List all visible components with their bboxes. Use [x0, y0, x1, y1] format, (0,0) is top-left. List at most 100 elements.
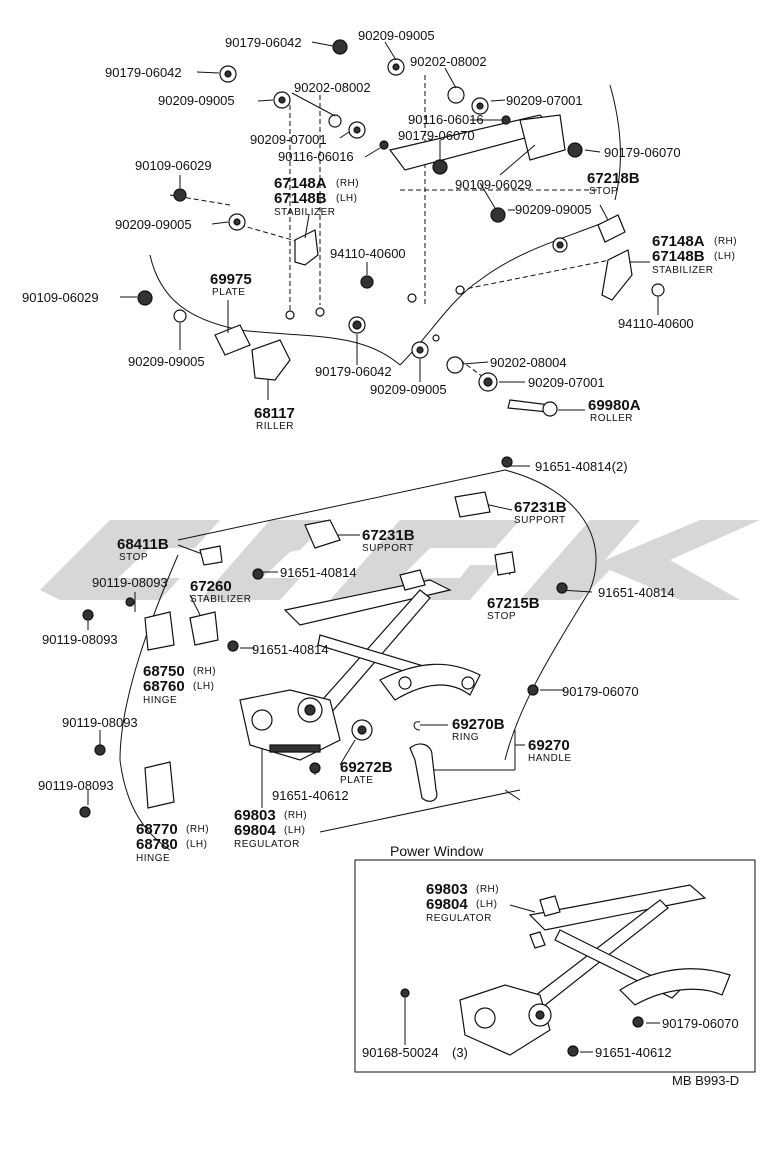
label-69980a: 69980A: [588, 397, 641, 414]
label-90116-06016-b: 90116-06016: [278, 149, 354, 164]
svg-text:STOP: STOP: [487, 611, 516, 622]
label-69804-a: 69804: [234, 822, 276, 839]
label-69803-a: 69803: [234, 807, 276, 824]
svg-text:SUPPORT: SUPPORT: [362, 543, 414, 554]
svg-text:(RH): (RH): [186, 824, 209, 835]
label-90209-07001-a: 90209-07001: [506, 93, 583, 108]
label-90119-08093-c: 90119-08093: [62, 715, 138, 730]
label-90209-09005-d: 90209-09005: [115, 217, 192, 232]
leader-lines-top: [120, 41, 659, 411]
svg-text:REGULATOR: REGULATOR: [234, 839, 300, 850]
label-90109-06029-b: 90109-06029: [455, 177, 532, 192]
svg-text:RILLER: RILLER: [256, 421, 294, 432]
svg-text:PLATE: PLATE: [212, 287, 245, 298]
label-68780: 68780: [136, 836, 178, 853]
label-90209-09005-b: 90209-09005: [158, 93, 235, 108]
label-69270b: 69270B: [452, 716, 505, 733]
label-91651-40814-b: 91651-40814: [598, 585, 675, 600]
svg-text:(LH): (LH): [476, 899, 497, 910]
label-90202-08004: 90202-08004: [490, 355, 567, 370]
svg-text:(LH): (LH): [714, 251, 735, 262]
svg-text:HINGE: HINGE: [136, 853, 170, 864]
label-94110-40600-b: 94110-40600: [618, 316, 694, 331]
svg-text:(RH): (RH): [336, 178, 359, 189]
svg-text:(LH): (LH): [336, 193, 357, 204]
label-69803-b: 69803: [426, 881, 468, 898]
label-90202-08002-b: 90202-08002: [294, 80, 371, 95]
label-90179-06042-a: 90179-06042: [225, 35, 302, 50]
svg-text:REGULATOR: REGULATOR: [426, 913, 492, 924]
svg-text:(RH): (RH): [476, 884, 499, 895]
label-69975: 69975: [210, 271, 252, 288]
label-90209-07001-c: 90209-07001: [528, 375, 605, 390]
label-67231b-b: 67231B: [362, 527, 415, 544]
label-67215b: 67215B: [487, 595, 540, 612]
svg-text:ROLLER: ROLLER: [590, 413, 633, 424]
drawing-code: MB B993-D: [672, 1073, 739, 1088]
svg-text:HANDLE: HANDLE: [528, 753, 572, 764]
label-68760: 68760: [143, 678, 185, 695]
labels-top: 90179-06042 90209-09005 90179-06042 9020…: [22, 28, 737, 432]
stabilizer-brackets: [214, 214, 633, 417]
label-90119-08093-b: 90119-08093: [42, 632, 118, 647]
label-90168-50024: 90168-50024: [362, 1045, 439, 1060]
label-67218b: 67218B: [587, 170, 640, 187]
label-91651-40814-c: 91651-40814: [252, 642, 329, 657]
label-90209-09005-c: 90209-09005: [515, 202, 592, 217]
door-channel-bar: [388, 114, 566, 176]
label-69270: 69270: [528, 737, 570, 754]
svg-text:STABILIZER: STABILIZER: [274, 207, 336, 218]
label-67260: 67260: [190, 578, 232, 595]
label-91651-40814-2: 91651-40814(2): [535, 459, 628, 474]
svg-text:SUPPORT: SUPPORT: [514, 515, 566, 526]
watermark-logo: [40, 520, 760, 600]
door-panel-outline: [149, 75, 621, 383]
label-90179-06070-a: 90179-06070: [398, 128, 475, 143]
svg-text:PLATE: PLATE: [340, 775, 373, 786]
fasteners-top: [137, 39, 665, 392]
power-window-title: Power Window: [390, 843, 484, 859]
svg-text:STOP: STOP: [119, 552, 148, 563]
svg-text:(RH): (RH): [714, 236, 737, 247]
svg-text:(LH): (LH): [193, 681, 214, 692]
label-90202-08002-a: 90202-08002: [410, 54, 487, 69]
label-90179-06042-b: 90179-06042: [105, 65, 182, 80]
power-window-inset: Power Window 69803 (RH) 69804 (LH) REGUL…: [354, 843, 756, 1073]
svg-text:(RH): (RH): [284, 810, 307, 821]
label-68750: 68750: [143, 663, 185, 680]
label-67148a-b: 67148A: [652, 233, 705, 250]
regulator-assembly-parts: [79, 456, 568, 818]
label-90209-09005-a: 90209-09005: [358, 28, 435, 43]
label-91651-40814-a: 91651-40814: [280, 565, 357, 580]
svg-text:STABILIZER: STABILIZER: [190, 594, 252, 605]
label-90179-06042-c: 90179-06042: [315, 364, 392, 379]
label-67148b-a: 67148B: [274, 190, 327, 207]
label-91651-40612-b: 91651-40612: [595, 1045, 672, 1060]
label-90179-06070-c: 90179-06070: [562, 684, 639, 699]
label-67148a-a: 67148A: [274, 175, 327, 192]
svg-text:(LH): (LH): [284, 825, 305, 836]
svg-text:(RH): (RH): [193, 666, 216, 677]
label-91651-40612-a: 91651-40612: [272, 788, 349, 803]
label-90119-08093-a: 90119-08093: [92, 575, 168, 590]
label-90119-08093-d: 90119-08093: [38, 778, 114, 793]
svg-text:HINGE: HINGE: [143, 695, 177, 706]
label-90209-09005-f: 90209-09005: [370, 382, 447, 397]
svg-text:STOP: STOP: [589, 186, 618, 197]
label-67148b-b: 67148B: [652, 248, 705, 265]
label-69272b: 69272B: [340, 759, 393, 776]
labels-middle: 91651-40814(2) 67231B SUPPORT 68411B STO…: [38, 459, 675, 864]
label-90179-06070-d: 90179-06070: [662, 1016, 739, 1031]
svg-text:(3): (3): [452, 1045, 468, 1060]
label-90209-07001-b: 90209-07001: [250, 132, 327, 147]
svg-text:(LH): (LH): [186, 839, 207, 850]
label-90179-06070-b: 90179-06070: [604, 145, 681, 160]
svg-text:RING: RING: [452, 732, 479, 743]
label-68411b: 68411B: [117, 536, 169, 553]
label-69804-b: 69804: [426, 896, 468, 913]
label-90209-09005-e: 90209-09005: [128, 354, 205, 369]
label-90116-06016-a: 90116-06016: [408, 112, 484, 127]
label-67231b-a: 67231B: [514, 499, 567, 516]
label-68770: 68770: [136, 821, 178, 838]
